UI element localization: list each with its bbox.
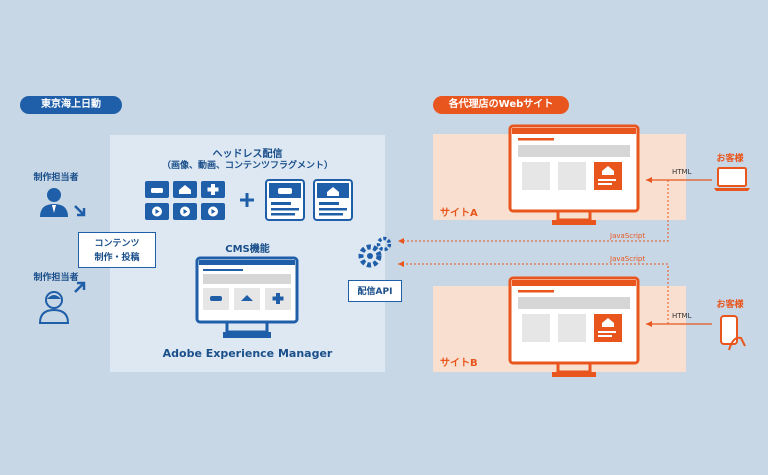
smartphone-icon xyxy=(719,316,749,352)
customer-2-label: お客様 xyxy=(705,297,755,310)
html-label-b: HTML xyxy=(672,312,691,320)
laptop-icon xyxy=(714,168,750,192)
javascript-label-a: JavaScript xyxy=(610,232,645,240)
javascript-label-b: JavaScript xyxy=(610,255,645,263)
html-label-a: HTML xyxy=(672,168,691,176)
customer-1-label: お客様 xyxy=(705,151,755,164)
